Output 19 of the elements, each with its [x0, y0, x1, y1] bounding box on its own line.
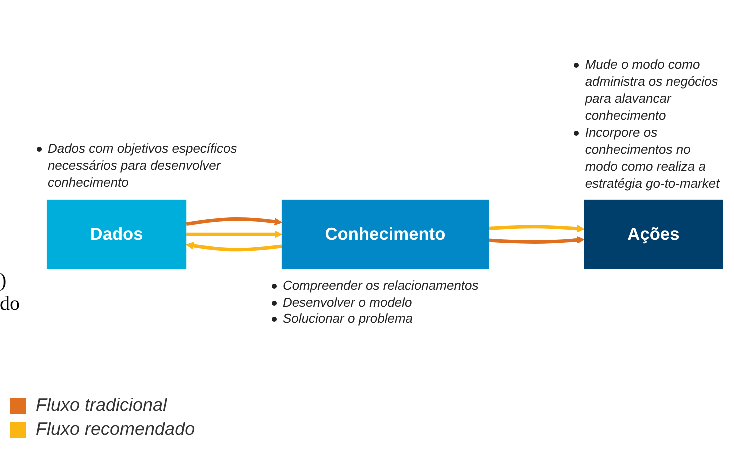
node-box: [46, 200, 187, 270]
bullet-text: Incorpore os conhecimentos no modo como realiza a estratégia go-to-market: [585, 124, 720, 192]
arrow: [186, 231, 282, 239]
text-fragment: ): [0, 270, 8, 293]
bullet-text: Desenvolver o modelo: [282, 294, 412, 312]
arrow: [488, 236, 585, 244]
arrow: [488, 226, 585, 234]
bullet-text: Dados com objetivos específicos necessários para desenvolver conhecimento: [48, 141, 238, 192]
arrow: [186, 242, 282, 252]
legend-label: Fluxo recomendado: [36, 419, 196, 440]
bullet-text: Mude o modo como administra os negócios para alavancar conhecimento: [585, 57, 720, 125]
flow-diagram: Dados Conhecimento Ações: [40, 193, 730, 277]
text-fragment: do: [0, 293, 20, 316]
legend-label: Fluxo tradicional: [36, 395, 168, 416]
bullet-text: Solucionar o problema: [282, 311, 414, 328]
node-box: [584, 200, 724, 270]
arrow: [186, 218, 282, 226]
bullet-text: Compreender os relacionamentos: [282, 278, 479, 295]
node-box: [282, 200, 489, 270]
